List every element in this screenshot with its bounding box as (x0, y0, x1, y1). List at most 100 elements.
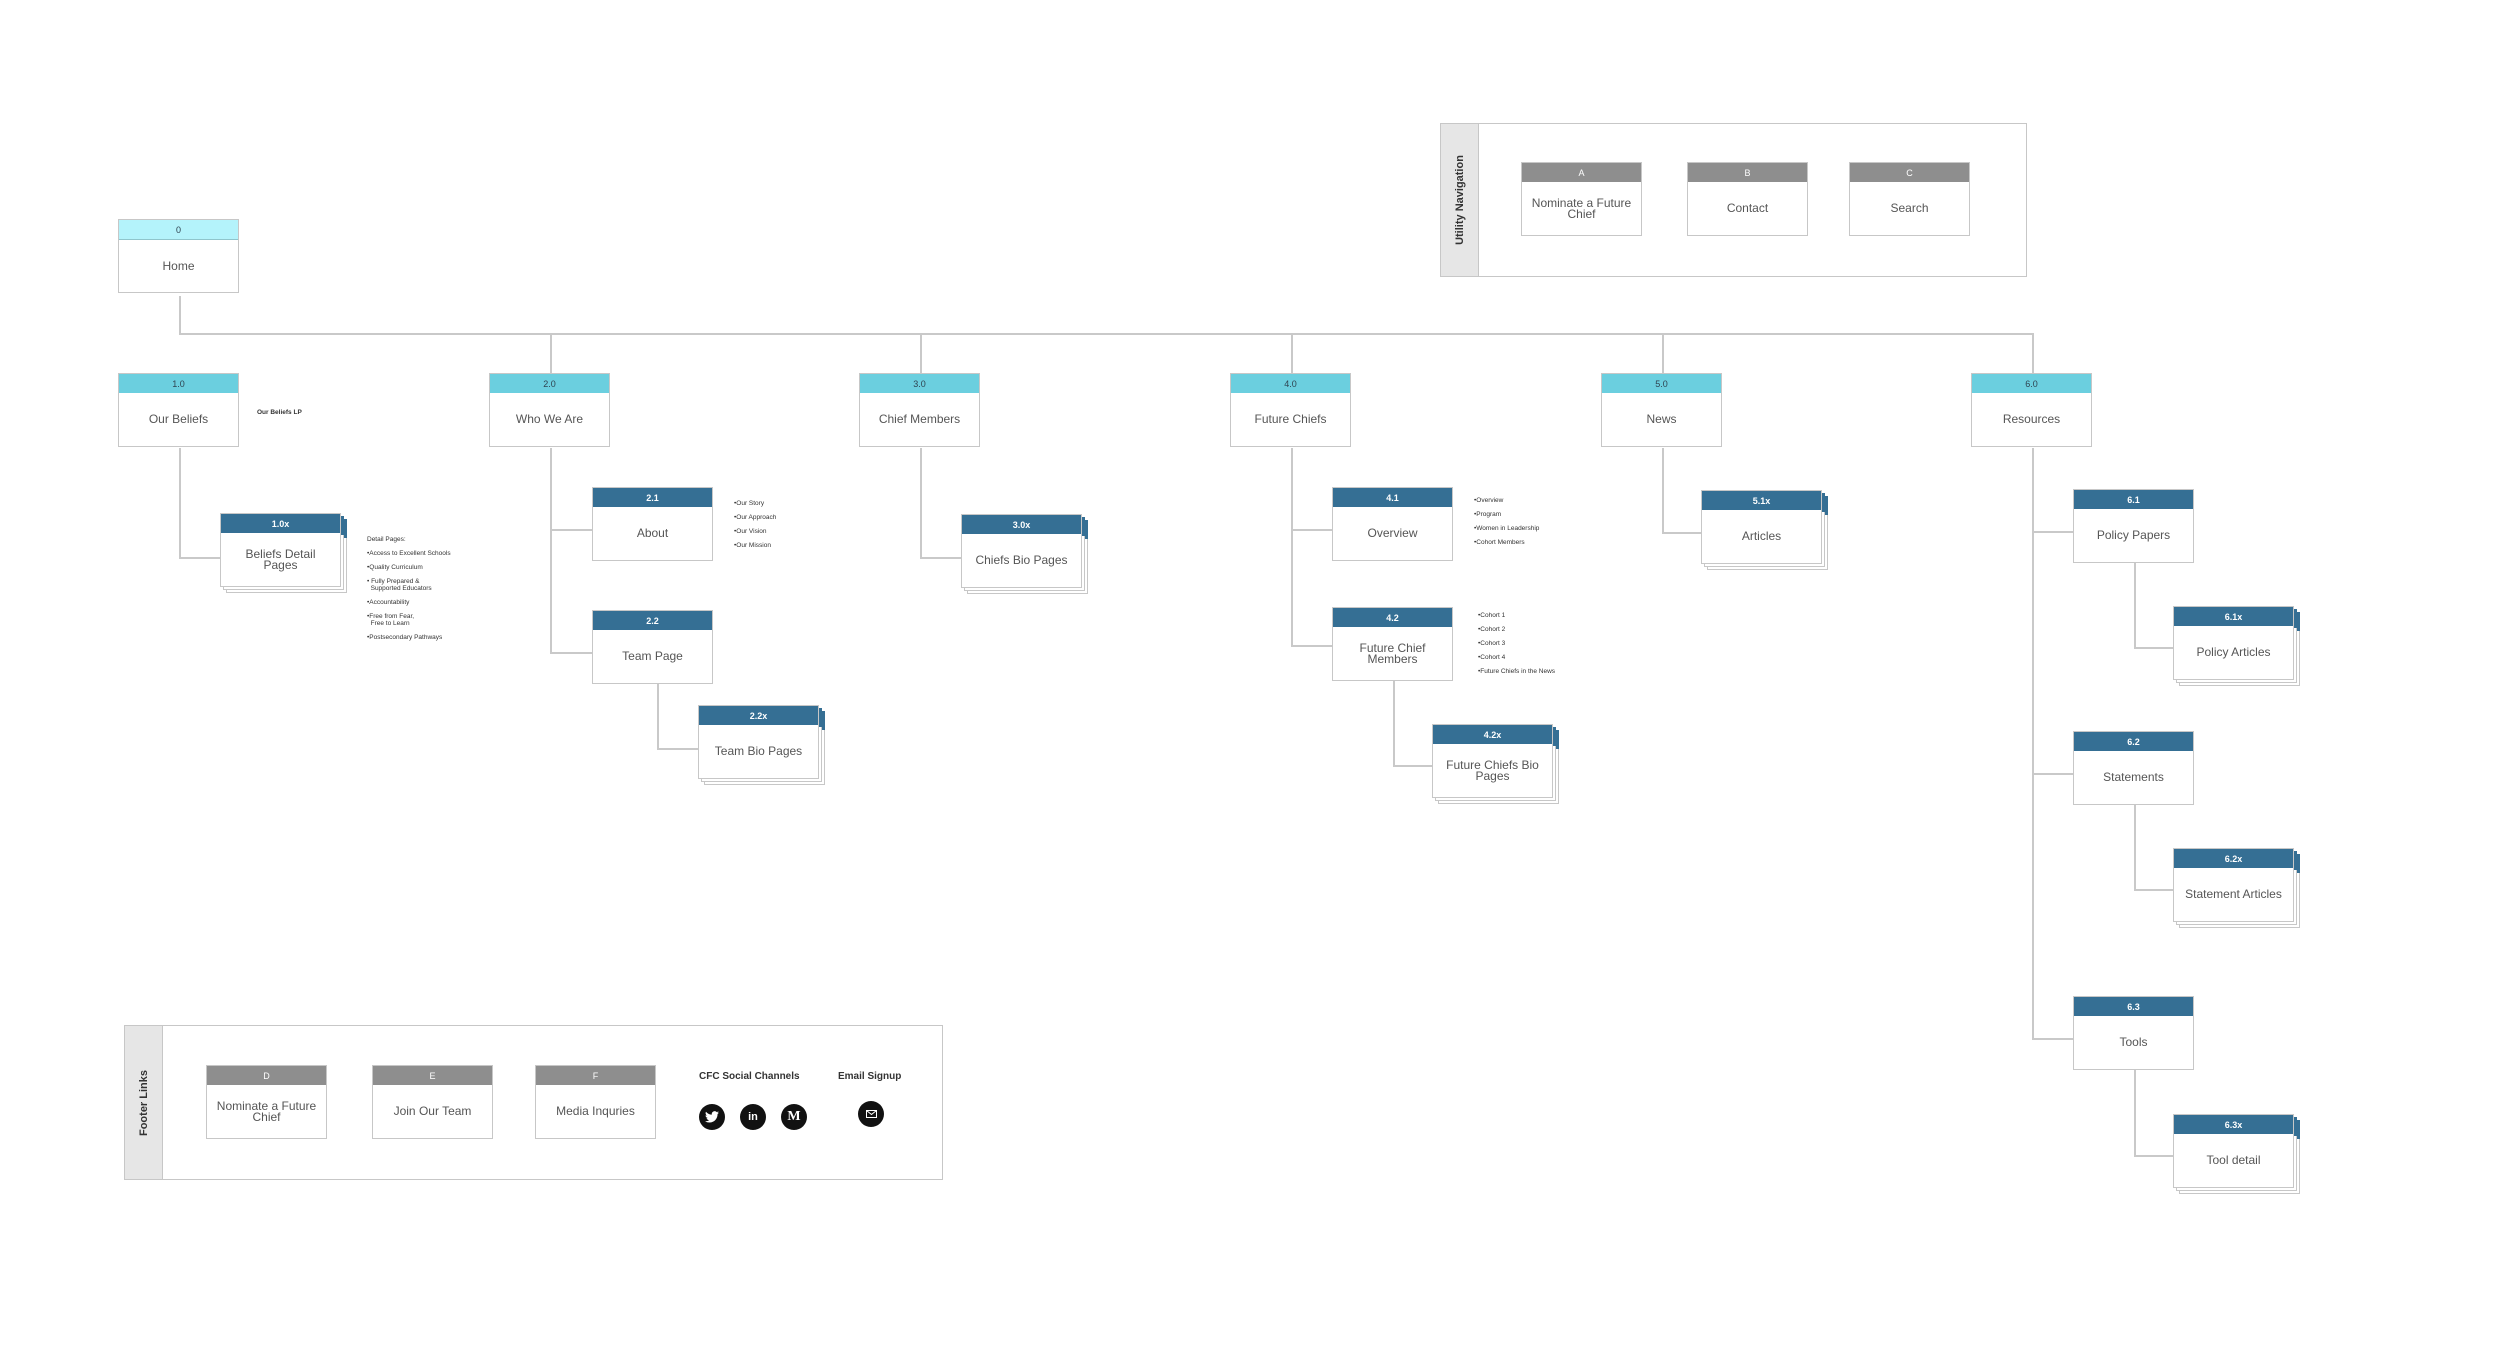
node-number: 4.1 (1333, 488, 1452, 507)
node-label: Chiefs Bio Pages (975, 553, 1068, 567)
node-section-future-chiefs: 4.0 Future Chiefs (1230, 373, 1351, 447)
footer-item-media: F Media Inquries (535, 1065, 656, 1139)
node-label: Tool detail (2206, 1153, 2261, 1167)
footer-links-title: Footer Links (137, 1069, 150, 1136)
members-notes: •Cohort 1 •Cohort 2 •Cohort 3 •Cohort 4 … (1478, 612, 1556, 675)
node-label: Future Chiefs Bio Pages (1446, 757, 1539, 783)
node-label: Who We Are (515, 412, 584, 426)
node-number: 6.3 (2074, 997, 2193, 1016)
utility-navigation-title: Utility Navigation (1453, 155, 1466, 245)
utility-label: Search (1890, 201, 1929, 215)
twitter-icon (699, 1104, 725, 1130)
node-page-team-bio: 2.2x Team Bio Pages (698, 705, 819, 779)
footer-item-join-team: E Join Our Team (372, 1065, 493, 1139)
node-label: Chief Members (878, 412, 961, 426)
node-label: Home (162, 259, 195, 273)
node-page-statement-articles: 6.2x Statement Articles (2173, 848, 2294, 922)
node-page-articles: 5.1x Articles (1701, 490, 1822, 564)
node-number: 6.1x (2174, 607, 2293, 626)
utility-label: Nominate a Future Chief (1531, 195, 1632, 221)
node-section-chief-members: 3.0 Chief Members (859, 373, 980, 447)
node-label: Policy Papers (2096, 528, 2171, 542)
footer-letter: D (207, 1066, 326, 1085)
node-home: 0 Home (118, 219, 239, 293)
node-number: 5.0 (1602, 374, 1721, 393)
beliefs-detail-notes: Detail Pages: •Access to Excellent Schoo… (367, 536, 451, 641)
node-page-future-chiefs-bio: 4.2x Future Chiefs Bio Pages (1432, 724, 1553, 798)
node-page-tools: 6.3 Tools (2073, 996, 2194, 1070)
node-page-beliefs-detail: 1.0x Beliefs Detail Pages (220, 513, 341, 587)
overview-notes: •Overview •Program •Women in Leadership … (1474, 497, 1540, 546)
linkedin-icon: in (740, 1104, 766, 1130)
utility-navigation-panel: Utility Navigation A Nominate a Future C… (1440, 123, 2027, 277)
node-stack-chiefs-bio: 3.0x Chiefs Bio Pages (961, 514, 1091, 598)
utility-letter: B (1688, 163, 1807, 182)
node-number: 6.0 (1972, 374, 2091, 393)
node-page-policy-articles: 6.1x Policy Articles (2173, 606, 2294, 680)
footer-links-panel: Footer Links D Nominate a Future Chief E… (124, 1025, 943, 1180)
node-number: 1.0x (221, 514, 340, 533)
node-stack-beliefs-detail: 1.0x Beliefs Detail Pages (220, 513, 350, 597)
node-number: 2.2 (593, 611, 712, 630)
node-section-news: 5.0 News (1601, 373, 1722, 447)
utility-item-contact: B Contact (1687, 162, 1808, 236)
node-label: News (1646, 412, 1677, 426)
node-label: Future Chief Members (1359, 640, 1426, 666)
footer-letter: F (536, 1066, 655, 1085)
about-notes: •Our Story •Our Approach •Our Vision •Ou… (734, 500, 777, 549)
footer-links-sidebar: Footer Links (125, 1026, 163, 1179)
node-page-about: 2.1 About (592, 487, 713, 561)
node-number: 3.0x (962, 515, 1081, 534)
node-label: About (636, 526, 669, 540)
node-label: Overview (1367, 526, 1418, 540)
node-label: Policy Articles (2196, 645, 2271, 659)
utility-item-search: C Search (1849, 162, 1970, 236)
node-page-statements: 6.2 Statements (2073, 731, 2194, 805)
mail-icon (858, 1101, 884, 1127)
footer-letter: E (373, 1066, 492, 1085)
node-page-future-chief-members: 4.2 Future Chief Members (1332, 607, 1453, 681)
node-page-policy-papers: 6.1 Policy Papers (2073, 489, 2194, 563)
node-number: 5.1x (1702, 491, 1821, 510)
node-stack-team-bio: 2.2x Team Bio Pages (698, 705, 828, 789)
node-number: 6.2 (2074, 732, 2193, 751)
node-number: 6.2x (2174, 849, 2293, 868)
node-number: 6.1 (2074, 490, 2193, 509)
utility-letter: C (1850, 163, 1969, 182)
node-page-team: 2.2 Team Page (592, 610, 713, 684)
node-stack-statement-articles: 6.2x Statement Articles (2173, 848, 2303, 932)
our-beliefs-note: Our Beliefs LP (257, 409, 302, 416)
node-page-tool-detail: 6.3x Tool detail (2173, 1114, 2294, 1188)
node-label: Statement Articles (2185, 887, 2282, 901)
utility-item-nominate: A Nominate a Future Chief (1521, 162, 1642, 236)
node-number: 4.0 (1231, 374, 1350, 393)
node-stack-policy-articles: 6.1x Policy Articles (2173, 606, 2303, 690)
footer-item-nominate: D Nominate a Future Chief (206, 1065, 327, 1139)
node-section-who-we-are: 2.0 Who We Are (489, 373, 610, 447)
node-number: 0 (119, 220, 238, 240)
node-number: 6.3x (2174, 1115, 2293, 1134)
node-number: 1.0 (119, 374, 238, 393)
node-label: Our Beliefs (148, 412, 209, 426)
node-number: 2.0 (490, 374, 609, 393)
node-stack-future-chiefs-bio: 4.2x Future Chiefs Bio Pages (1432, 724, 1562, 808)
node-number: 2.2x (699, 706, 818, 725)
footer-label: Nominate a Future Chief (216, 1098, 317, 1124)
node-section-resources: 6.0 Resources (1971, 373, 2092, 447)
node-number: 2.1 (593, 488, 712, 507)
node-label: Tools (2119, 1035, 2148, 1049)
utility-label: Contact (1726, 201, 1769, 215)
node-number: 4.2 (1333, 608, 1452, 627)
email-signup-title: Email Signup (838, 1071, 902, 1082)
node-label: Beliefs Detail Pages (245, 546, 316, 572)
medium-icon: M (781, 1104, 807, 1130)
node-stack-tool-detail: 6.3x Tool detail (2173, 1114, 2303, 1198)
node-page-chiefs-bio: 3.0x Chiefs Bio Pages (961, 514, 1082, 588)
footer-label: Join Our Team (393, 1104, 472, 1118)
node-stack-articles: 5.1x Articles (1701, 490, 1831, 574)
utility-letter: A (1522, 163, 1641, 182)
node-section-our-beliefs: 1.0 Our Beliefs (118, 373, 239, 447)
social-channels-title: CFC Social Channels (699, 1071, 800, 1082)
node-label: Team Bio Pages (714, 744, 803, 758)
utility-navigation-sidebar: Utility Navigation (1441, 124, 1479, 276)
